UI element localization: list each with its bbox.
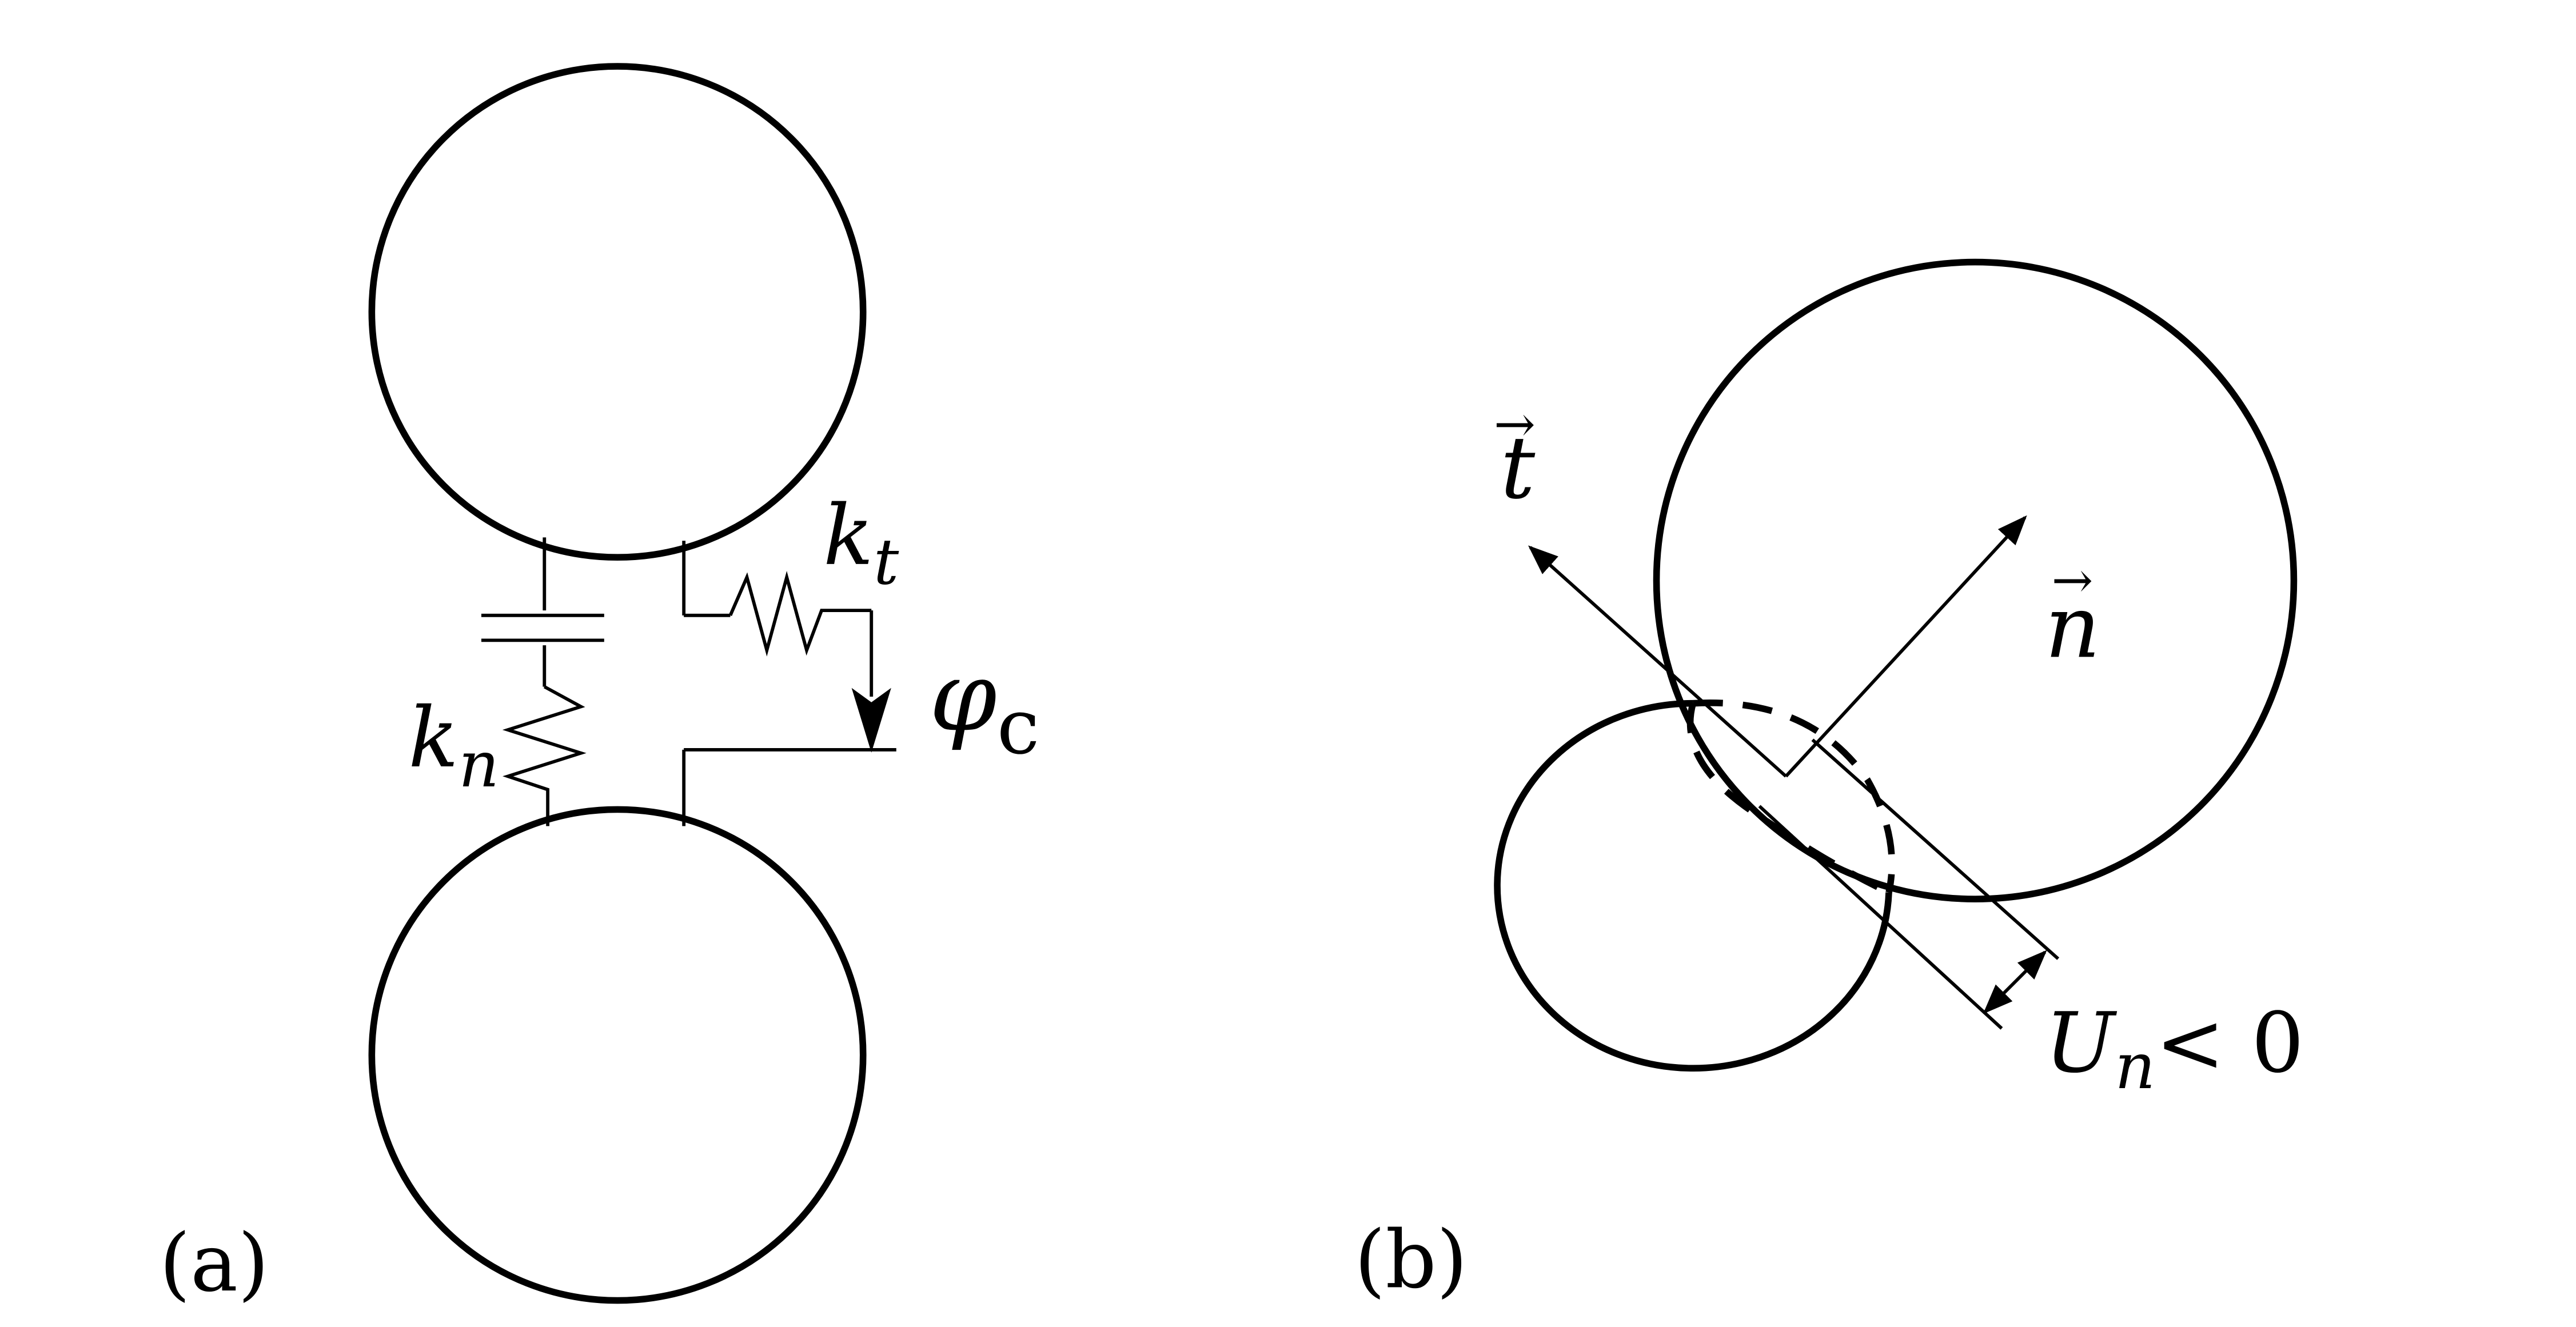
tangential-contact-element <box>682 541 896 826</box>
friction-arrow-head <box>851 688 891 753</box>
tangential-spring <box>728 571 872 657</box>
overlap-dimension-arrow <box>1983 950 2047 1014</box>
friction-angle-label: φc <box>930 641 1040 772</box>
normal-spring <box>502 685 587 826</box>
overlap-boundary-line-2 <box>1758 805 2003 1030</box>
normal-vector-label: n <box>2045 577 2100 677</box>
panel-b: t → n → Un< 0 (b) <box>1354 258 2304 1306</box>
overlap-inner-arc <box>1686 702 1891 896</box>
tangent-vector-arrow <box>1528 545 1787 778</box>
overlap-region <box>1693 700 1896 893</box>
normal-vector-arrow-glyph: → <box>2052 551 2094 609</box>
panel-a-label: (a) <box>159 1217 269 1309</box>
tangent-vector-label: t <box>1501 418 1536 518</box>
overlap-label: Un< 0 <box>2045 995 2304 1104</box>
tangential-stiffness-label: kt <box>823 487 899 599</box>
small-particle <box>1494 700 1892 1072</box>
normal-contact-element <box>481 537 604 826</box>
panel-a: kn kt φc (a) <box>159 63 1040 1309</box>
normal-stiffness-label: kn <box>408 690 499 802</box>
upper-particle <box>368 63 867 561</box>
large-particle <box>1653 258 2298 902</box>
normal-vector-arrow <box>1784 515 2027 778</box>
panel-b-label: (b) <box>1354 1213 1468 1306</box>
overlap-boundary-line-1 <box>1811 738 2060 960</box>
lower-particle <box>368 806 867 1304</box>
tangent-vector-arrow-glyph: → <box>1494 395 1536 453</box>
